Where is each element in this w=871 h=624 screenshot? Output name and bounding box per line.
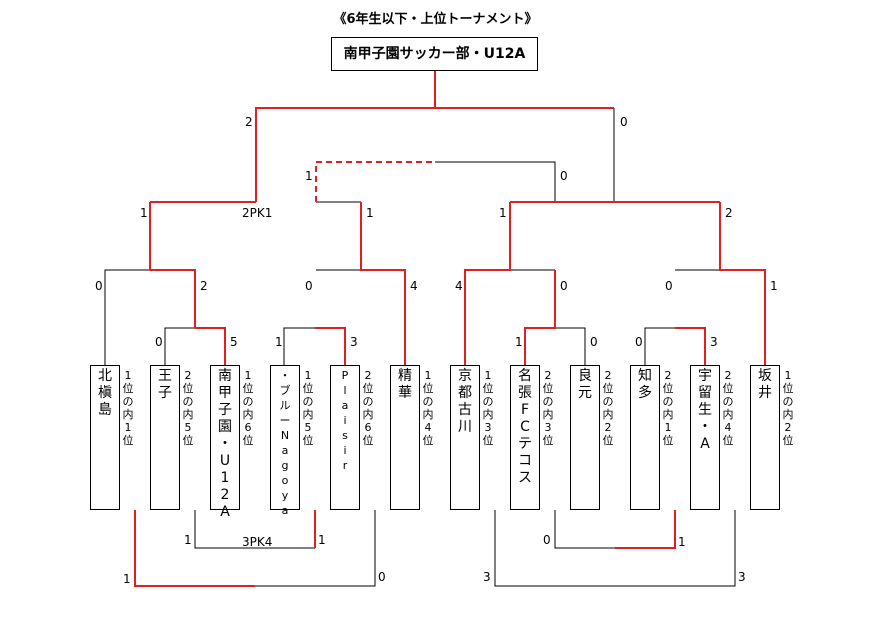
score-c2-right: 0 [378, 570, 386, 584]
score-r1a-right: 5 [230, 335, 238, 349]
team-name: 王子 [158, 368, 172, 401]
score-r1c-right: 0 [590, 335, 598, 349]
score-qf4-right: 1 [770, 279, 778, 293]
score-qf4-left: 0 [665, 279, 673, 293]
team-box: 精華 [390, 365, 420, 510]
score-semi1-right: 1 [366, 206, 374, 220]
score-final-right: 0 [620, 115, 628, 129]
team-name: 京都古川 [458, 368, 472, 435]
page-title: 《6年生以下・上位トーナメント》 [333, 12, 538, 27]
team-box: 知多 [630, 365, 660, 510]
score-r1d-right: 3 [710, 335, 718, 349]
score-c1-left: 1 [184, 533, 192, 547]
score-final-left: 2 [245, 115, 253, 129]
score-c2-left: 1 [123, 572, 131, 586]
score-semi1-left: 1 [140, 206, 148, 220]
score-r1d-left: 0 [635, 335, 643, 349]
score-qf2-right: 4 [410, 279, 418, 293]
score-r1b-left: 1 [275, 335, 283, 349]
team-box: 京都古川 [450, 365, 480, 510]
score-third-right: 0 [560, 169, 568, 183]
score-qf3-left: 4 [455, 279, 463, 293]
team-box: 坂井 [750, 365, 780, 510]
score-c3-right: 1 [678, 535, 686, 549]
score-c1-right: 1 [318, 533, 326, 547]
score-qf1-right: 2 [200, 279, 208, 293]
score-c4-left: 3 [483, 570, 491, 584]
team-name: 知多 [638, 368, 652, 401]
score-qf1-left: 0 [95, 279, 103, 293]
team-name: 精華 [398, 368, 412, 401]
score-r1c-left: 1 [515, 335, 523, 349]
team-name: 坂井 [758, 368, 772, 401]
team-box: 良元 [570, 365, 600, 510]
team-name: 北槇島 [98, 368, 112, 418]
score-semi2-right: 2 [725, 206, 733, 220]
team-box: 北槇島 [90, 365, 120, 510]
score-r1a-left: 0 [155, 335, 163, 349]
score-semi1-pk: 2PK1 [242, 206, 273, 220]
score-c3-left: 0 [543, 533, 551, 547]
score-r1b-right: 3 [350, 335, 358, 349]
team-name: 良元 [578, 368, 592, 401]
score-semi2-left: 1 [499, 206, 507, 220]
score-qf3-right: 0 [560, 279, 568, 293]
score-third-left: 1 [305, 169, 313, 183]
team-box: 宇留生・A [690, 365, 720, 510]
score-c4-right: 3 [738, 570, 746, 584]
team-name: 宇留生・A [698, 368, 712, 452]
champion-box: 南甲子園サッカー部・U12A [331, 37, 538, 71]
score-qf2-left: 0 [305, 279, 313, 293]
score-c1-pk: 3PK4 [242, 535, 273, 549]
team-box: 王子 [150, 365, 180, 510]
